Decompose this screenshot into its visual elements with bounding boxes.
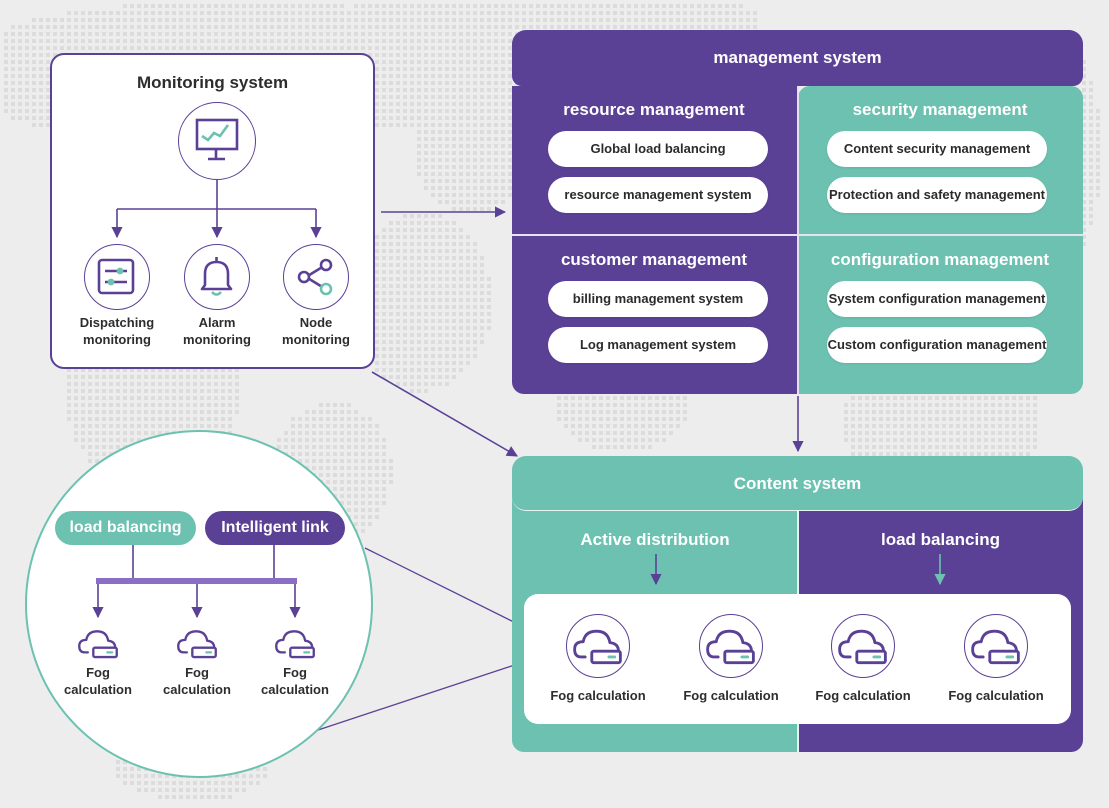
fog-cloud-icon bbox=[172, 618, 222, 673]
fog-node-label: Fog calculation bbox=[683, 688, 779, 703]
fog-node-icon bbox=[964, 614, 1028, 678]
content-system-panel: Content system Active distribution load … bbox=[512, 456, 1083, 752]
zoom-detail-circle: load balancing Intelligent link Fog calc… bbox=[25, 430, 373, 778]
monitor-chart-icon bbox=[178, 102, 256, 180]
log-management-system-pill: Log management system bbox=[548, 327, 768, 363]
monitoring-system-panel: Monitoring system bbox=[50, 53, 375, 369]
management-system-title: management system bbox=[713, 48, 882, 67]
resource-management-system-pill: resource management system bbox=[548, 177, 768, 213]
dispatching-monitoring-label: Dispatching monitoring bbox=[79, 315, 155, 347]
security-management-title: security management bbox=[852, 100, 1028, 119]
content-arrows bbox=[650, 554, 946, 586]
load-balancing-title: load balancing bbox=[880, 530, 1001, 549]
content-system-title: Content system bbox=[733, 474, 862, 493]
custom-configuration-management-pill: Custom configuration management bbox=[827, 327, 1047, 363]
content-security-management-pill: Content security management bbox=[827, 131, 1047, 167]
protection-safety-management-pill: Protection and safety management bbox=[827, 177, 1047, 213]
load-balancing-tag: load balancing bbox=[55, 511, 196, 545]
fog-node-icon bbox=[699, 614, 763, 678]
node-monitoring-label: Node monitoring bbox=[282, 315, 350, 347]
alarm-monitoring-label: Alarm monitoring bbox=[183, 315, 251, 347]
global-load-balancing-pill: Global load balancing bbox=[548, 131, 768, 167]
monitoring-tree-lines bbox=[111, 180, 322, 239]
billing-management-system-pill: billing management system bbox=[548, 281, 768, 317]
intelligent-link-tag: Intelligent link bbox=[205, 511, 345, 545]
fog-node-label: Fog calculation bbox=[550, 688, 646, 703]
customer-management-title: customer management bbox=[560, 250, 748, 269]
fog-node-label: Fog calculation bbox=[948, 688, 1044, 703]
content-system-header: Content system bbox=[512, 456, 1083, 511]
share-node-icon bbox=[283, 244, 349, 310]
management-vertical-divider bbox=[797, 86, 799, 394]
fog-node-icon bbox=[831, 614, 895, 678]
management-system-header: management system bbox=[512, 30, 1083, 86]
zoom-fog-label: Fog calculation bbox=[261, 665, 329, 697]
intelligent-link-tag-label: Intelligent link bbox=[221, 519, 329, 536]
zoom-fog-label: Fog calculation bbox=[163, 665, 231, 697]
load-balancing-tag-label: load balancing bbox=[69, 519, 182, 536]
fog-node-icon bbox=[566, 614, 630, 678]
bell-icon bbox=[184, 244, 250, 310]
active-distribution-title: Active distribution bbox=[580, 530, 730, 549]
system-configuration-management-pill: System configuration management bbox=[827, 281, 1047, 317]
configuration-management-title: configuration management bbox=[830, 250, 1050, 269]
fog-cloud-icon bbox=[73, 618, 123, 673]
fog-node-label: Fog calculation bbox=[815, 688, 911, 703]
resource-management-title: resource management bbox=[563, 100, 745, 119]
zoom-tree-lines bbox=[92, 545, 301, 619]
arrow-monitoring-to-content bbox=[371, 371, 518, 457]
management-system-panel: management system resource management Gl… bbox=[512, 30, 1083, 394]
sliders-icon bbox=[84, 244, 150, 310]
fog-cloud-icon bbox=[270, 618, 320, 673]
monitoring-system-title: Monitoring system bbox=[136, 73, 289, 92]
zoom-fog-label: Fog calculation bbox=[64, 665, 132, 697]
